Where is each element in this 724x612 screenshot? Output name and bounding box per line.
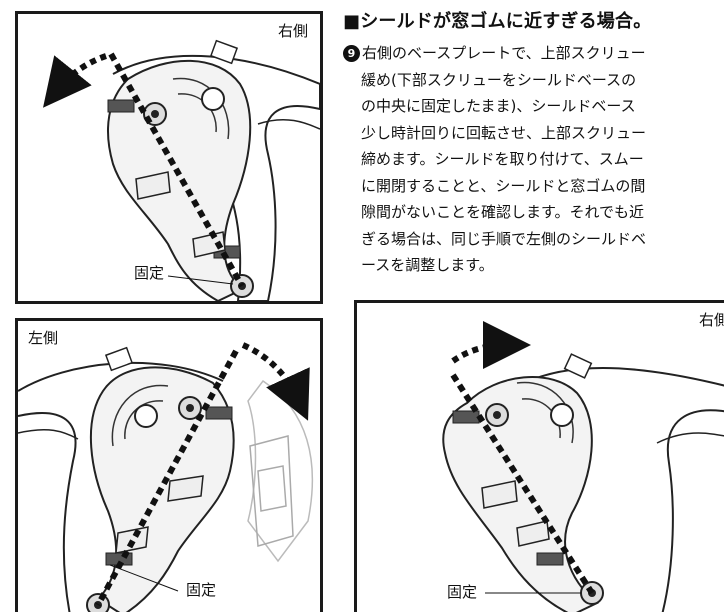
step-text: ースを調整します。	[361, 256, 494, 274]
step-text: の中央に固定したまま)、シールドベース	[361, 97, 636, 115]
step-text: 右側のベースプレートで、上部スクリュー	[362, 44, 646, 62]
step-text: に開閉することと、シールドと窓ゴムの間	[361, 176, 646, 195]
step-text: 締めます。シールドを取り付けて、スムー	[361, 150, 644, 168]
section-heading: ■シールドが窓ゴムに近すぎる場合。	[343, 11, 652, 32]
figure-right-side-bottom: 右側 固定	[354, 300, 724, 612]
side-label: 左側	[28, 329, 59, 347]
base-plate-illustration	[43, 39, 320, 301]
fixed-label: 固定	[184, 581, 219, 599]
step-number-badge: 9	[343, 45, 360, 62]
figure-right-side-top: 右側 固定	[15, 11, 323, 304]
step-text: ぎる場合は、同じ手順で左側のシールドベ	[361, 229, 647, 248]
base-plate-illustration	[442, 321, 724, 612]
step-text: 少し時計回りに回転させ、上部スクリュー	[361, 123, 647, 142]
base-plate-illustration	[18, 342, 314, 612]
fixed-label: 固定	[132, 264, 167, 282]
side-label: 右側	[277, 22, 308, 40]
figure-left-side: 左側 固定	[15, 318, 323, 612]
fixed-label: 固定	[445, 583, 480, 601]
step-text: 隙間がないことを確認します。それでも近	[361, 203, 645, 221]
side-label: 右側	[699, 311, 724, 329]
step-text: 緩め(下部スクリューをシールドベースの	[361, 70, 637, 89]
